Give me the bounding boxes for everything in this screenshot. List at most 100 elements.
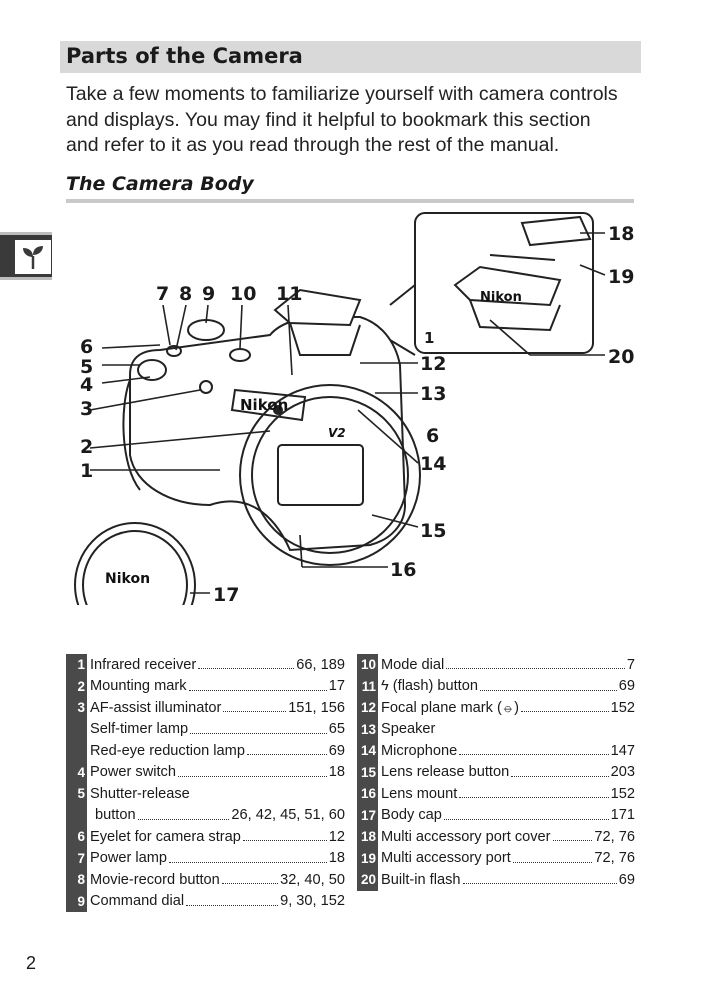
section-header-bar: Parts of the Camera: [60, 41, 641, 73]
item-pages: 69: [618, 871, 635, 888]
item-label: Red-eye reduction lamp: [90, 742, 245, 759]
item-number: 3: [66, 697, 87, 719]
item-pages: 18: [328, 764, 345, 781]
item-label: AF-assist illuminator: [90, 699, 222, 716]
item-number: 11: [357, 675, 378, 697]
callout-9: 9: [202, 283, 215, 305]
intro-line: Take a few moments to familiarize yourse…: [66, 83, 618, 105]
item-number: 10: [357, 654, 378, 676]
item-label: Shutter-release: [90, 785, 190, 802]
item-pages: 69: [618, 678, 635, 695]
item-number: 18: [357, 826, 378, 848]
item-number: 15: [357, 761, 378, 783]
sensor: [277, 444, 364, 506]
sprout-icon: [14, 239, 52, 275]
item-number: 17: [357, 804, 378, 826]
item-label: Movie-record button: [90, 871, 220, 888]
callout-19: 19: [608, 266, 634, 288]
item-pages: 65: [328, 721, 345, 738]
item-label: Built-in flash: [381, 871, 461, 888]
item-number: 4: [66, 761, 87, 783]
item-pages: 69: [328, 742, 345, 759]
item-number: [66, 718, 87, 740]
callout-10: 10: [230, 283, 256, 305]
item-label: button: [95, 807, 136, 824]
item-number: 9: [66, 890, 87, 912]
brand-label-cap: Nikon: [105, 571, 150, 587]
intro-paragraph: Take a few moments to familiarize yourse…: [66, 82, 636, 159]
item-number: 6: [66, 826, 87, 848]
subsection-divider: [66, 199, 634, 203]
subsection-title: The Camera Body: [66, 173, 254, 195]
item-number: 19: [357, 847, 378, 869]
item-pages: 152: [610, 699, 635, 716]
item-pages: 9, 30, 152: [280, 893, 345, 910]
intro-line: and displays. You may find it helpful to…: [66, 108, 591, 131]
callout-11: 11: [276, 283, 302, 305]
intro-line: and refer to it as you read through the …: [66, 134, 560, 156]
item-label: Self-timer lamp: [90, 721, 189, 738]
item-number: 2: [66, 675, 87, 697]
callout-3: 3: [80, 398, 93, 420]
brand-label-flash: Nikon: [480, 290, 522, 305]
item-pages: 72, 76: [594, 828, 635, 845]
callout-6b: 6: [426, 425, 439, 447]
item-number: 1: [66, 654, 87, 676]
item-pages: 66, 189: [296, 656, 345, 673]
item-label: Infrared receiver: [90, 656, 197, 673]
item-number: 12: [357, 697, 378, 719]
lens-mount: [239, 384, 421, 566]
callout-18: 18: [608, 223, 634, 245]
body-cap: [74, 522, 196, 605]
model-label: V2: [328, 426, 346, 440]
list-item: Red-eye reduction lamp 69: [66, 740, 345, 762]
camera-body-diagram: Nikon Nikon Nikon V2 1 2 3 4 5 6 7 8 9 1…: [74, 212, 634, 605]
item-label: Mode dial: [381, 656, 445, 673]
item-label: Speaker: [381, 721, 436, 738]
page-number: 2: [26, 953, 37, 973]
list-item: Self-timer lamp 65: [66, 718, 345, 740]
callout-2: 2: [80, 436, 93, 458]
callout-4: 4: [80, 374, 93, 396]
inset-detail: [414, 212, 594, 354]
command-dial: [137, 359, 167, 381]
item-label: Multi accessory port: [381, 850, 511, 867]
item-label: Focal plane mark (⦵): [381, 699, 519, 716]
built-in-flash: [273, 288, 362, 327]
callout-6: 6: [80, 336, 93, 358]
list-item: button 26, 42, 45, 51, 60: [66, 804, 345, 826]
callout-5: 5: [80, 356, 93, 378]
item-pages: 151, 156: [288, 699, 345, 716]
item-label: Eyelet for camera strap: [90, 828, 241, 845]
item-number: 8: [66, 869, 87, 891]
callout-13: 13: [420, 383, 446, 405]
item-number: [66, 740, 87, 762]
chapter-tab: [0, 232, 52, 280]
item-pages: 171: [610, 807, 635, 824]
item-number: 20: [357, 869, 378, 891]
item-label: Lens mount: [381, 785, 458, 802]
callout-14: 14: [420, 453, 446, 475]
item-pages: 32, 40, 50: [280, 871, 345, 888]
item-pages: 7: [626, 656, 635, 673]
item-label: ϟ (flash) button: [381, 678, 478, 695]
item-pages: 26, 42, 45, 51, 60: [231, 807, 345, 824]
item-label: Microphone: [381, 742, 458, 759]
item-pages: 147: [610, 742, 635, 759]
